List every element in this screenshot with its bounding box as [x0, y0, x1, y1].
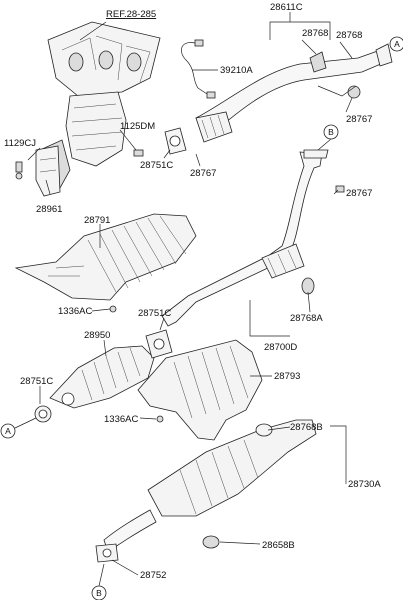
callout-a-top: A [389, 36, 403, 52]
label-28658b: 28658B [262, 540, 295, 551]
leader-lines [27, 12, 353, 576]
label-28768a: 28768A [290, 313, 323, 324]
catalytic-converter [49, 329, 173, 409]
label-1125dm: 1125DM [120, 121, 155, 132]
label-1129cj: 1129CJ [4, 138, 36, 149]
callout-a-left-text: A [5, 426, 11, 436]
bracket [35, 145, 61, 197]
callout-b-mid-text: B [328, 127, 334, 137]
heat-protector-lower [137, 339, 263, 441]
part-labels: REF.28-285 28611C 28768 28768 39210A 287… [4, 2, 381, 581]
label-28767-c: 28767 [346, 188, 372, 199]
label-28767-a: 28767 [346, 114, 372, 125]
label-28730a: 28730A [348, 479, 381, 490]
gasket-left [34, 405, 52, 423]
label-28791: 28791 [84, 215, 110, 226]
callout-a-left: A [0, 417, 37, 439]
label-28751c-c: 28751C [20, 376, 53, 387]
label-1336ac-b: 1336AC [104, 414, 138, 425]
callout-b-bottom: B [91, 563, 107, 600]
callout-b-mid: B [317, 124, 339, 151]
label-28961: 28961 [36, 204, 62, 215]
center-pipe [161, 149, 345, 327]
label-39210a: 39210A [220, 65, 253, 76]
label-28793: 28793 [274, 371, 300, 382]
label-28752: 28752 [140, 570, 166, 581]
oxygen-sensor [181, 39, 216, 99]
muffler [95, 419, 317, 563]
callout-a-top-text: A [394, 39, 400, 49]
exhaust-manifold [47, 21, 161, 97]
callout-b-bottom-text: B [96, 588, 102, 598]
label-28768b: 28768B [290, 422, 323, 433]
front-pipe [164, 43, 393, 155]
reference-label: REF.28-285 [106, 9, 156, 20]
heat-protector-upper [14, 213, 197, 313]
bolts-upper [15, 149, 144, 180]
label-28751c-b: 28751C [138, 308, 171, 319]
label-28768-b: 28768 [336, 30, 362, 41]
label-28700d: 28700D [264, 342, 297, 353]
label-28950: 28950 [84, 330, 110, 341]
label-28768-a: 28768 [302, 28, 328, 39]
label-28611c: 28611C [270, 2, 303, 13]
label-1336ac-a: 1336AC [58, 306, 92, 317]
label-28767-b: 28767 [190, 168, 216, 179]
label-28751c-a: 28751C [140, 160, 173, 171]
